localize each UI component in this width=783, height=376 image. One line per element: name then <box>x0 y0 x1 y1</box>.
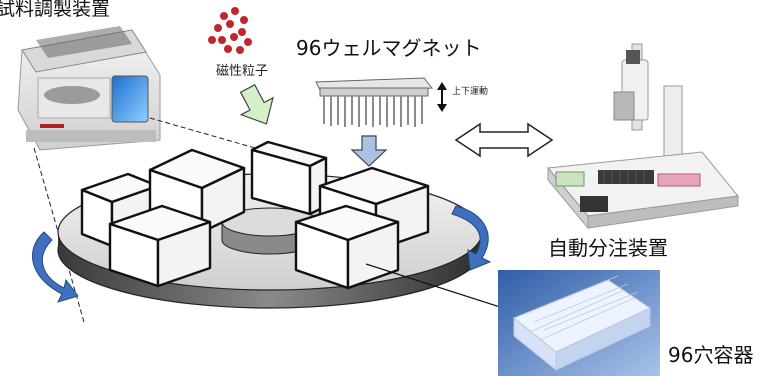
rotation-arrow-right <box>451 205 492 271</box>
magnet-down-arrow <box>350 135 388 167</box>
center-hub <box>221 207 319 255</box>
up-down-arrow-icon <box>437 82 447 112</box>
magnet-96well-image <box>315 77 433 127</box>
up-down-motion-label: 上下運動 <box>452 87 489 97</box>
sample-prep-device-label: 試料調製装置 <box>0 0 111 20</box>
sample-prep-device-image <box>17 26 161 151</box>
rotation-arrow-left <box>31 231 79 303</box>
auto-dispenser-label: 自動分注装置 <box>548 236 668 260</box>
particle-down-arrow <box>239 84 274 125</box>
container-box <box>294 204 400 290</box>
bidirectional-arrow <box>454 122 554 158</box>
plate-96-label: 96穴容器 <box>668 343 754 367</box>
magnet-96well-label: 96ウェルマグネット <box>296 36 482 60</box>
magnetic-particles-label: 磁性粒子 <box>216 64 269 79</box>
magnetic-particles-icon <box>208 7 252 54</box>
plate-96-image <box>498 270 660 376</box>
auto-dispenser-image <box>547 43 739 230</box>
guide-line-right <box>149 117 263 151</box>
container-box <box>108 204 212 288</box>
